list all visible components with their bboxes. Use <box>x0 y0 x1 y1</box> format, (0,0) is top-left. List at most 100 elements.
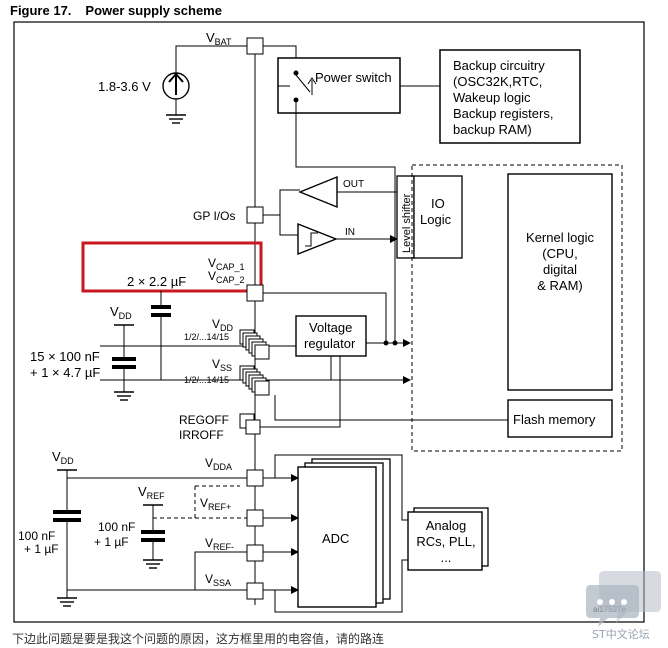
figure-title-text: Power supply scheme <box>85 3 222 18</box>
supply-range-label: 1.8-3.6 V <box>98 79 151 94</box>
svg-text:Analog: Analog <box>426 518 466 533</box>
vcap-wire <box>263 292 387 343</box>
decoupling-l2: + 1 × 4.7 µF <box>30 365 100 380</box>
svg-text:(OSC32K,RTC,: (OSC32K,RTC, <box>453 74 542 89</box>
vcap-highlight-box <box>81 241 263 293</box>
gpio-in-wire <box>279 215 298 236</box>
regoff-wire <box>260 356 341 428</box>
in-label: IN <box>345 227 355 238</box>
power-switch-label: Power switch <box>315 70 392 85</box>
input-buffer-icon <box>297 222 338 256</box>
backup-block <box>439 49 581 144</box>
svg-text:& RAM): & RAM) <box>537 278 583 293</box>
flash-supply-wire <box>274 395 508 421</box>
backup-text: Backup circuitry (OSC32K,RTC, Wakeup log… <box>453 58 553 137</box>
vrefm-pad <box>246 544 264 562</box>
vcap-capacitor-icon <box>151 305 171 309</box>
vssa-label: VSSA <box>205 572 231 588</box>
kernel-text: Kernel logic (CPU, digital & RAM) <box>526 230 594 293</box>
vrefp-label: VREF+ <box>200 496 231 512</box>
regoff-label: REGOFF <box>179 413 229 427</box>
schmitt-icon <box>305 232 318 247</box>
vssa-pad <box>246 582 264 600</box>
switch-out-wire <box>295 113 396 310</box>
svg-text:Backup registers,: Backup registers, <box>453 106 553 121</box>
irroff-label: IRROFF <box>179 428 224 442</box>
gpio-pad <box>246 206 264 224</box>
irroff-pad <box>245 419 261 435</box>
vref-capacitor-plate <box>141 538 165 542</box>
vref-cap-l2: + 1 µF <box>94 535 129 549</box>
vcap-cap-value: 2 × 2.2 µF <box>127 274 186 289</box>
vdd-pad-stack <box>239 329 270 360</box>
switch-icon <box>278 70 317 113</box>
vss-pin-label: VSS <box>212 357 232 373</box>
level-shifter-label: Level shifter <box>401 193 413 253</box>
vrefp-pad <box>246 509 264 527</box>
vdd-pin-label: VDD <box>212 317 234 333</box>
svg-text:...: ... <box>441 550 452 565</box>
vcap1-label: VCAP_1 <box>208 256 245 272</box>
io-logic-block <box>413 175 463 259</box>
vdda-branch <box>274 454 408 521</box>
vreg-l2: regulator <box>304 336 356 351</box>
decoupling-l1: 15 × 100 nF <box>30 349 100 364</box>
svg-text:backup RAM): backup RAM) <box>453 122 532 137</box>
vdda-label: VDDA <box>205 456 232 472</box>
adc-block <box>297 466 377 608</box>
output-buffer-icon <box>298 175 338 209</box>
vdd-pins: 1/2/...14/15 <box>184 332 229 342</box>
svg-text:(CPU,: (CPU, <box>542 246 577 261</box>
vdda-pad <box>246 469 264 487</box>
analog-rc-block <box>407 511 483 571</box>
flash-memory-label: Flash memory <box>513 412 596 427</box>
vbat-wire <box>175 45 247 62</box>
vss-pad-stack <box>239 365 270 396</box>
vref-ground-icon <box>143 559 163 569</box>
vreg-l1: Voltage <box>309 320 352 335</box>
svg-text:RCs, PLL,: RCs, PLL, <box>416 534 475 549</box>
out-label: OUT <box>343 179 364 190</box>
io-logic-l1: IO <box>431 196 445 211</box>
vdda-capacitor-icon <box>53 510 81 514</box>
vcap-pad <box>246 284 264 302</box>
decoupling-capacitor-icon <box>112 357 136 361</box>
figure-number: Figure 17. <box>10 3 72 18</box>
forum-logo-icon <box>586 571 661 627</box>
outer-frame <box>13 21 645 623</box>
watermark-text: ST中文论坛 <box>592 628 650 641</box>
core-domain-dashed <box>411 164 623 452</box>
svg-text:Backup circuitry: Backup circuitry <box>453 58 545 73</box>
vcap-capacitor-plate <box>151 313 171 317</box>
vss-pins: 1/2/...14/15 <box>184 375 229 385</box>
vbat-pad <box>246 37 264 55</box>
adc-label: ADC <box>322 531 349 546</box>
svg-text:digital: digital <box>543 262 577 277</box>
analog-ground-icon <box>57 597 77 607</box>
caption-text: 下边此问题是要是我这个问题的原因，这方框里用的电容值，请的路连 <box>12 632 385 646</box>
ground-icon <box>166 114 186 124</box>
vssa-branch <box>274 559 408 613</box>
vdd-left-label: VDD <box>110 304 132 321</box>
vdda-capacitor-plate <box>53 518 81 522</box>
vrefm-label: VREF- <box>205 536 234 552</box>
figure-title: Figure 17. Power supply scheme <box>10 3 222 18</box>
kernel-logic-block <box>507 173 613 391</box>
vdda-cap-l1: 100 nF <box>18 529 55 543</box>
svg-text:Kernel logic: Kernel logic <box>526 230 594 245</box>
vdd-analog-label: VDD <box>52 449 74 466</box>
vcap2-label: VCAP_2 <box>208 269 245 285</box>
battery-arrow-icon <box>168 72 184 95</box>
svg-text:Wakeup logic: Wakeup logic <box>453 90 531 105</box>
voltage-regulator-block <box>295 315 367 357</box>
gpio-label: GP I/Os <box>193 209 235 223</box>
vrefm-wire <box>194 551 247 560</box>
flash-memory-block <box>507 399 613 438</box>
junction-dot <box>383 340 389 346</box>
decoupling-capacitor-plate <box>112 365 136 369</box>
vdda-cap-l2: + 1 µF <box>24 542 59 556</box>
vbat-label: VBAT <box>206 30 232 47</box>
analog-text: Analog RCs, PLL, ... <box>416 518 475 565</box>
vref-label: VREF <box>138 484 165 501</box>
